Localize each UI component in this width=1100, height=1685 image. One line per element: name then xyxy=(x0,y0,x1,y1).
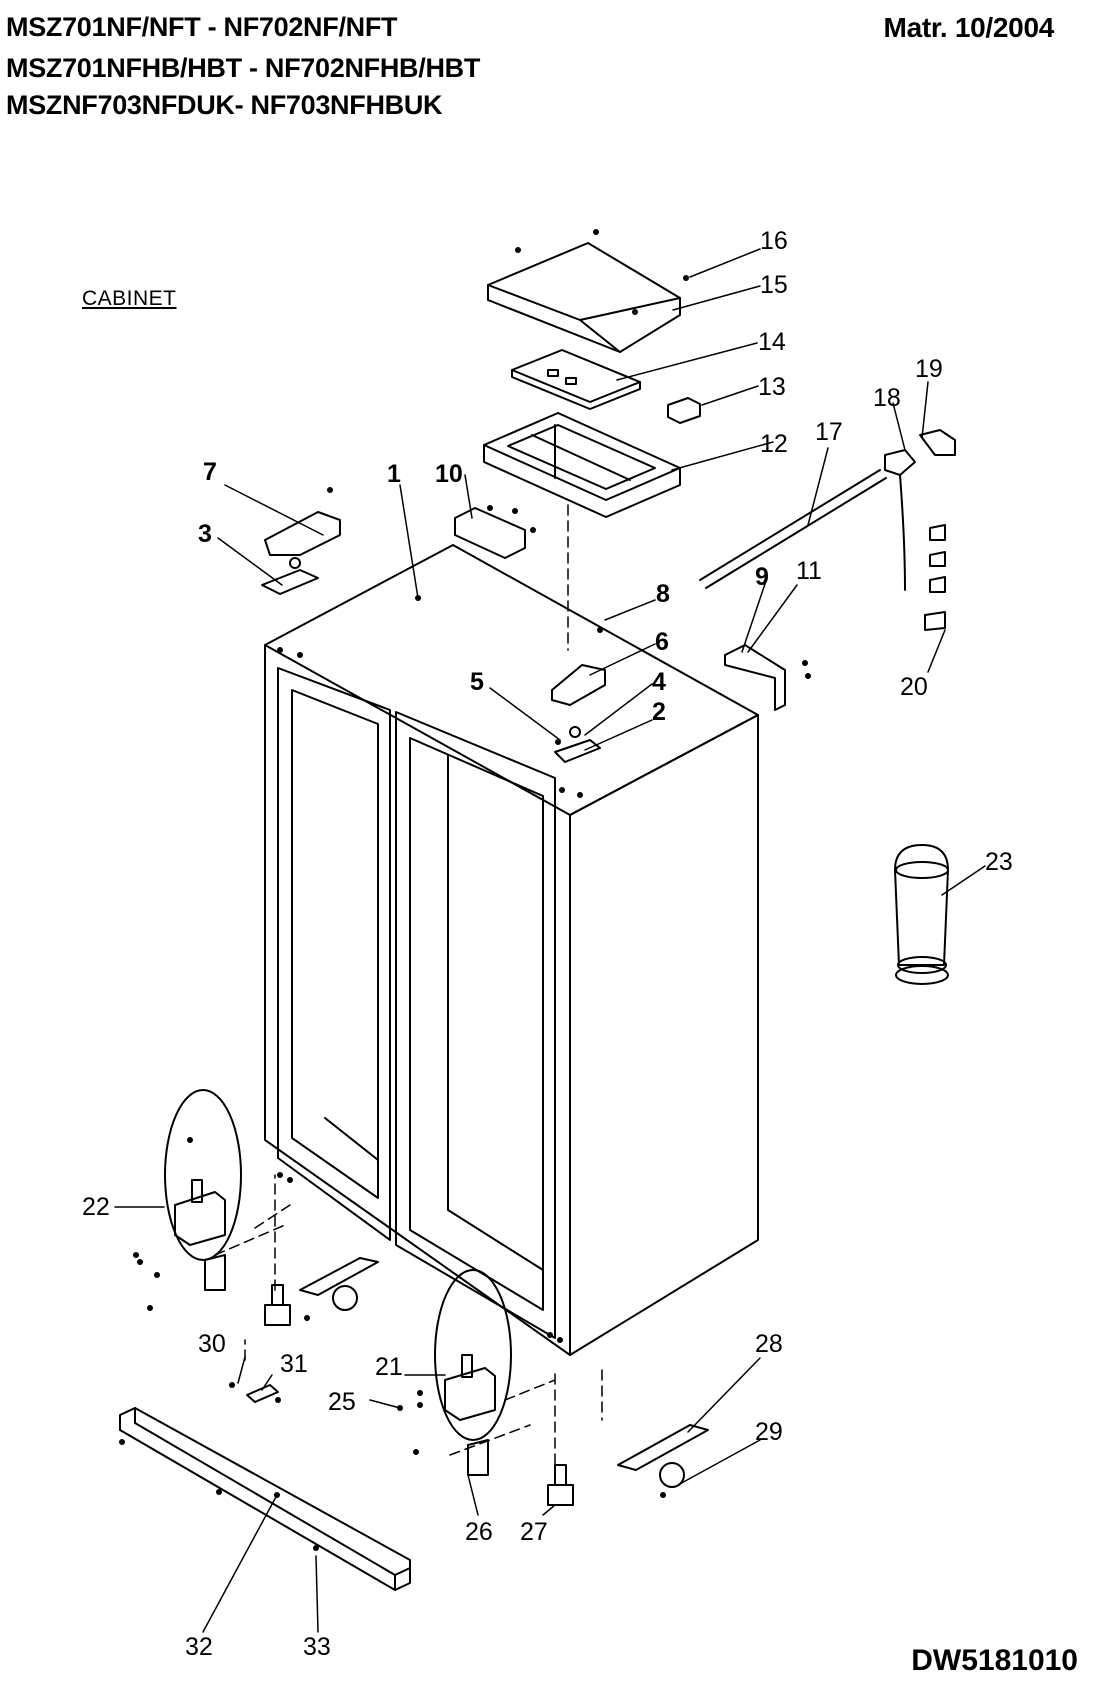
leveling-foot-right xyxy=(547,1464,574,1506)
callout-12: 12 xyxy=(760,430,788,458)
callout-9: 9 xyxy=(755,563,769,591)
model-list-line-3: MSZNF703NFDUK- NF703NFHBUK xyxy=(6,90,443,120)
clip-19 xyxy=(919,429,956,456)
callout-7: 7 xyxy=(203,458,217,486)
control-housing xyxy=(483,412,681,518)
callout-4: 4 xyxy=(652,668,666,696)
callout-10: 10 xyxy=(435,460,463,488)
callout-2: 2 xyxy=(652,698,666,726)
callout-8: 8 xyxy=(656,580,670,608)
callout-18: 18 xyxy=(873,384,901,412)
small-block xyxy=(667,397,701,424)
hinge-plate-left xyxy=(261,569,319,595)
callout-15: 15 xyxy=(760,271,788,299)
callout-1: 1 xyxy=(387,460,401,488)
callout-20: 20 xyxy=(900,673,928,701)
callout-33: 33 xyxy=(303,1633,331,1661)
cabinet-body xyxy=(264,544,759,1356)
callout-14: 14 xyxy=(758,328,786,356)
top-cover xyxy=(487,242,681,353)
callout-30: 30 xyxy=(198,1330,226,1358)
bracket-10 xyxy=(454,507,526,559)
revision-date: Matr. 10/2004 xyxy=(883,12,1055,43)
callout-26: 26 xyxy=(465,1518,493,1546)
callout-32: 32 xyxy=(185,1633,213,1661)
callout-28: 28 xyxy=(755,1330,783,1358)
callout-22: 22 xyxy=(82,1193,110,1221)
water-valve xyxy=(246,1384,279,1403)
water-filter xyxy=(894,844,949,985)
callout-5: 5 xyxy=(470,668,484,696)
callout-16: 16 xyxy=(760,227,788,255)
section-title: CABINET xyxy=(82,287,177,310)
hinge-cover-left xyxy=(264,511,341,556)
callout-23: 23 xyxy=(985,848,1013,876)
callout-29: 29 xyxy=(755,1418,783,1446)
callout-27: 27 xyxy=(520,1518,548,1546)
bracket-9 xyxy=(724,644,786,711)
callout-19: 19 xyxy=(915,355,943,383)
model-list-line-2: MSZ701NFHB/HBT - NF702NFHB/HBT xyxy=(6,53,481,83)
callout-21: 21 xyxy=(375,1353,403,1381)
clip-20 xyxy=(924,611,946,631)
roller-left xyxy=(299,1257,379,1296)
hinge-cover-right xyxy=(551,664,606,706)
hinge-plate-right xyxy=(554,739,601,763)
callout-17: 17 xyxy=(815,418,843,446)
document-code: DW5181010 xyxy=(911,1644,1078,1677)
callout-25: 25 xyxy=(328,1388,356,1416)
rod xyxy=(699,469,887,589)
roller-right xyxy=(617,1424,709,1471)
callout-6: 6 xyxy=(655,628,669,656)
kickplate xyxy=(119,1407,411,1591)
lower-hinge-detail-left xyxy=(164,1089,242,1291)
thermostat xyxy=(884,449,916,476)
control-board xyxy=(511,349,641,410)
model-list-line-1: MSZ701NF/NFT - NF702NF/NFT xyxy=(6,12,398,42)
leveling-foot-left xyxy=(264,1284,291,1326)
callout-13: 13 xyxy=(758,373,786,401)
callout-labels: 1 2 3 4 5 6 7 8 9 10 11 12 13 14 15 16 1… xyxy=(82,227,1013,1661)
callout-3: 3 xyxy=(198,520,212,548)
lower-hinge-detail-right xyxy=(434,1269,512,1476)
callout-31: 31 xyxy=(280,1350,308,1378)
callout-11: 11 xyxy=(796,557,822,585)
